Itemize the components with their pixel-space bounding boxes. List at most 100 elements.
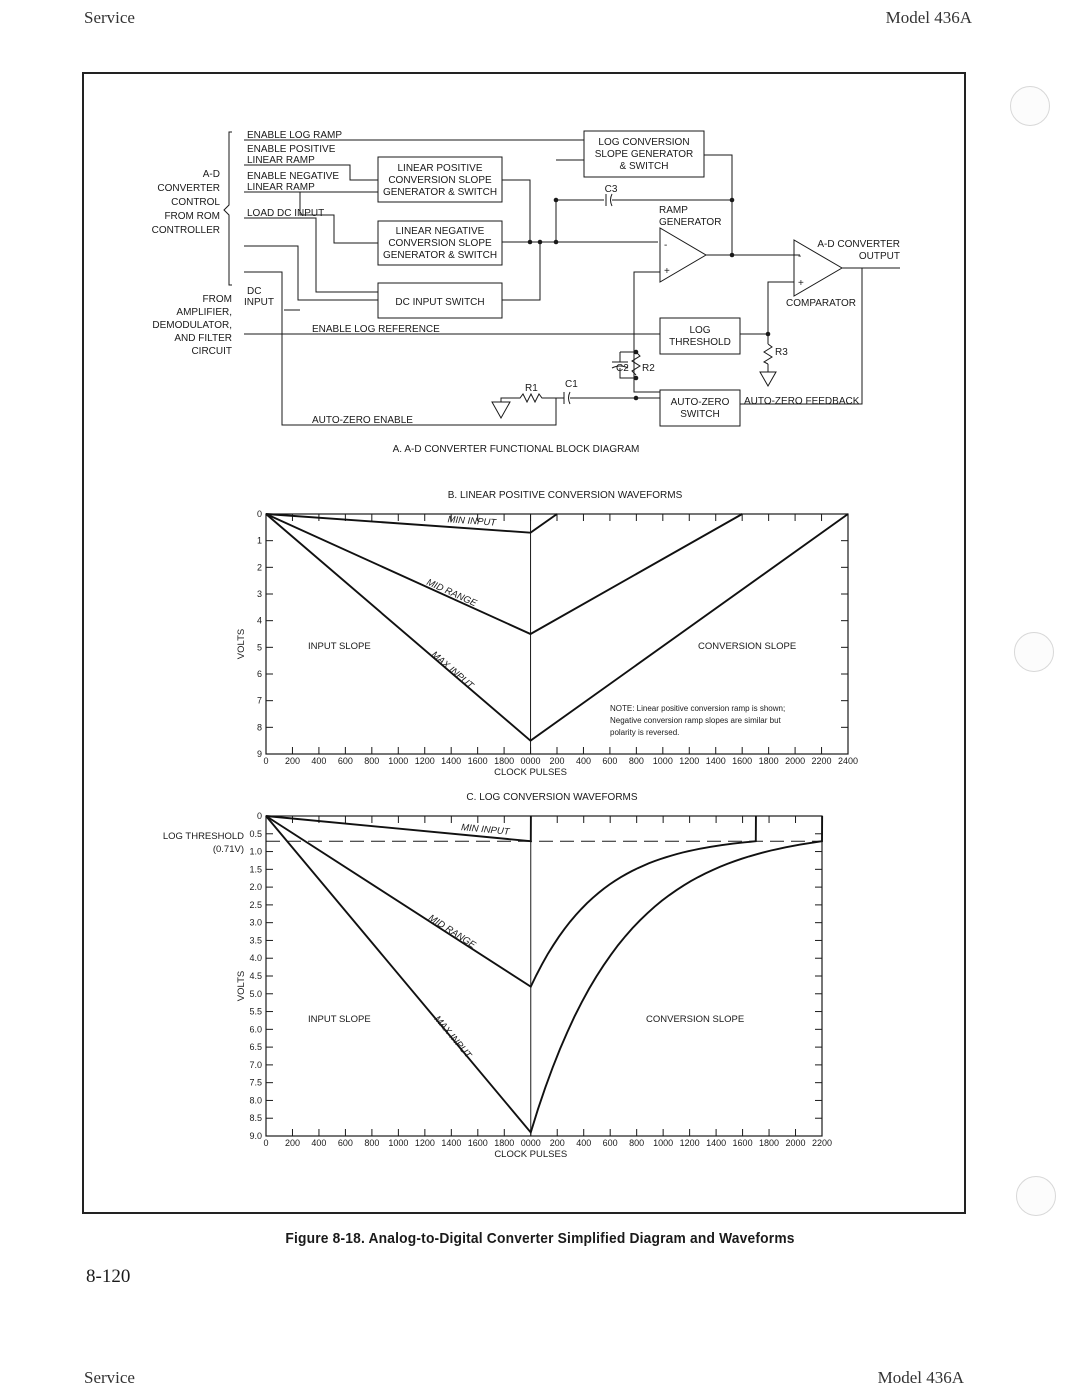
label-comparator: COMPARATOR — [786, 298, 856, 309]
y-tick-label: 2.5 — [249, 900, 262, 910]
x-tick-label: 1400 — [441, 756, 461, 766]
x-tick-label: 1000 — [388, 1138, 408, 1148]
conversion-slope-label: CONVERSION SLOPE — [698, 641, 796, 652]
y-tick-label: 2.0 — [249, 882, 262, 892]
chart-title: B. LINEAR POSITIVE CONVERSION WAVEFORMS — [448, 490, 683, 501]
label-comparator-minus: - — [798, 251, 801, 262]
block-text-log-gen: & SWITCH — [620, 161, 669, 172]
label-source-group: AMPLIFIER, — [176, 307, 232, 318]
block-text-lin-pos: CONVERSION SLOPE — [388, 175, 492, 186]
label-source-group: DEMODULATOR, — [152, 320, 232, 331]
y-tick-label: 0 — [257, 509, 262, 519]
label-auto-zero-enable: AUTO-ZERO ENABLE — [312, 415, 413, 426]
block-text-dc-switch: DC INPUT SWITCH — [395, 297, 484, 308]
block-text-lin-neg: GENERATOR & SWITCH — [383, 250, 497, 261]
series-label: MID RANGE — [425, 577, 479, 610]
series-line — [265, 513, 558, 534]
x-tick-label: 1000 — [388, 756, 408, 766]
label-source-group: AND FILTER — [174, 333, 232, 344]
label-enable-negative-2: LINEAR RAMP — [247, 182, 315, 193]
label-source-group: FROM — [203, 294, 232, 305]
x-tick-label: 800 — [364, 756, 379, 766]
y-tick-label: 0 — [257, 811, 262, 821]
label-c2: C2 — [616, 363, 629, 374]
x-tick-label: 1800 — [494, 1138, 514, 1148]
y-tick-label: 5 — [257, 642, 262, 652]
x-tick-label: 1000 — [653, 756, 673, 766]
x-tick-label: 600 — [338, 1138, 353, 1148]
y-axis-label: VOLTS — [236, 629, 247, 659]
block-diagram-title: A. A-D CONVERTER FUNCTIONAL BLOCK DIAGRA… — [393, 444, 640, 455]
series-label: MIN INPUT — [447, 514, 497, 528]
label-enable-log-reference: ENABLE LOG REFERENCE — [312, 324, 440, 335]
footer-left: Service — [84, 1368, 135, 1387]
wire-log-threshold-out — [740, 333, 769, 344]
y-tick-label: 6.5 — [249, 1042, 262, 1052]
label-enable-negative: ENABLE NEGATIVE — [247, 171, 339, 182]
y-tick-label: 3.0 — [249, 918, 262, 928]
x-tick-label: 1800 — [494, 756, 514, 766]
control-brace — [223, 131, 232, 286]
plot-frame — [265, 815, 823, 1137]
log-conversion-slope-generator-block — [583, 130, 705, 178]
binder-hole — [1010, 86, 1050, 126]
capacitor-c1-plate — [568, 391, 571, 405]
x-tick-label: 1600 — [468, 756, 488, 766]
x-tick-label: 1200 — [415, 1138, 435, 1148]
y-tick-label: 8.5 — [249, 1113, 262, 1123]
x-tick-label: 1200 — [680, 1138, 700, 1148]
y-tick-label: 0.5 — [249, 829, 262, 839]
label-ramp-plus: + — [664, 266, 670, 277]
ramp-generator-opamp — [659, 227, 707, 283]
x-tick-label: 200 — [285, 1138, 300, 1148]
y-axis-label: VOLTS — [236, 971, 247, 1001]
y-tick-label: 8.0 — [249, 1095, 262, 1105]
label-enable-log-ramp: ENABLE LOG RAMP — [247, 130, 342, 141]
y-tick-label: 7 — [257, 696, 262, 706]
block-text-log-threshold: THRESHOLD — [669, 337, 731, 348]
resistor-r1 — [500, 392, 564, 404]
x-tick-label: 800 — [629, 1138, 644, 1148]
bus-dc — [502, 242, 541, 301]
x-tick-label: 1000 — [653, 1138, 673, 1148]
x-axis-label: CLOCK PULSES — [494, 767, 567, 778]
x-tick-label: 400 — [576, 756, 591, 766]
x-tick-label: 600 — [602, 756, 617, 766]
x-tick-label: 0000 — [521, 1138, 541, 1148]
y-tick-label: 7.5 — [249, 1078, 262, 1088]
label-load-dc-input: LOAD DC INPUT — [247, 208, 324, 219]
linear-conversion-chart: B. LINEAR POSITIVE CONVERSION WAVEFORMS 0… — [236, 490, 858, 778]
x-tick-label: 200 — [285, 756, 300, 766]
ground-r1 — [491, 401, 511, 420]
label-input: INPUT — [244, 297, 274, 308]
x-tick-label: 1200 — [679, 756, 699, 766]
y-tick-label: 1.5 — [249, 864, 262, 874]
block-text-log-gen: SLOPE GENERATOR — [595, 149, 694, 160]
series-label: MAX INPUT — [432, 1014, 474, 1062]
wire-enable-positive — [244, 164, 378, 181]
x-tick-label: 1400 — [706, 1138, 726, 1148]
label-r3: R3 — [775, 347, 788, 358]
label-ad-converter-output: A-D CONVERTER — [817, 239, 900, 250]
x-tick-label: 1400 — [706, 756, 726, 766]
label-r2: R2 — [642, 363, 655, 374]
x-tick-label: 2000 — [786, 1138, 806, 1148]
x-axis-label: CLOCK PULSES — [494, 1149, 567, 1160]
y-tick-label: 9.0 — [249, 1131, 262, 1141]
series-line — [265, 815, 824, 1135]
label-enable-positive-2: LINEAR RAMP — [247, 155, 315, 166]
wire-dc-input — [244, 245, 378, 301]
series-label: MIN INPUT — [461, 822, 512, 838]
x-tick-label: 400 — [576, 1138, 591, 1148]
label-ramp-minus: - — [664, 240, 667, 251]
y-tick-label: 7.0 — [249, 1060, 262, 1070]
y-tick-label: 4.5 — [249, 971, 262, 981]
input-slope-label: INPUT SLOPE — [308, 1014, 371, 1025]
conversion-slope-label: CONVERSION SLOPE — [646, 1014, 744, 1025]
block-text-log-gen: LOG CONVERSION — [598, 137, 689, 148]
page-number: 8-120 — [86, 1266, 131, 1287]
y-tick-label: 6 — [257, 669, 262, 679]
x-tick-label: 1600 — [468, 1138, 488, 1148]
x-tick-label: 2200 — [812, 756, 832, 766]
